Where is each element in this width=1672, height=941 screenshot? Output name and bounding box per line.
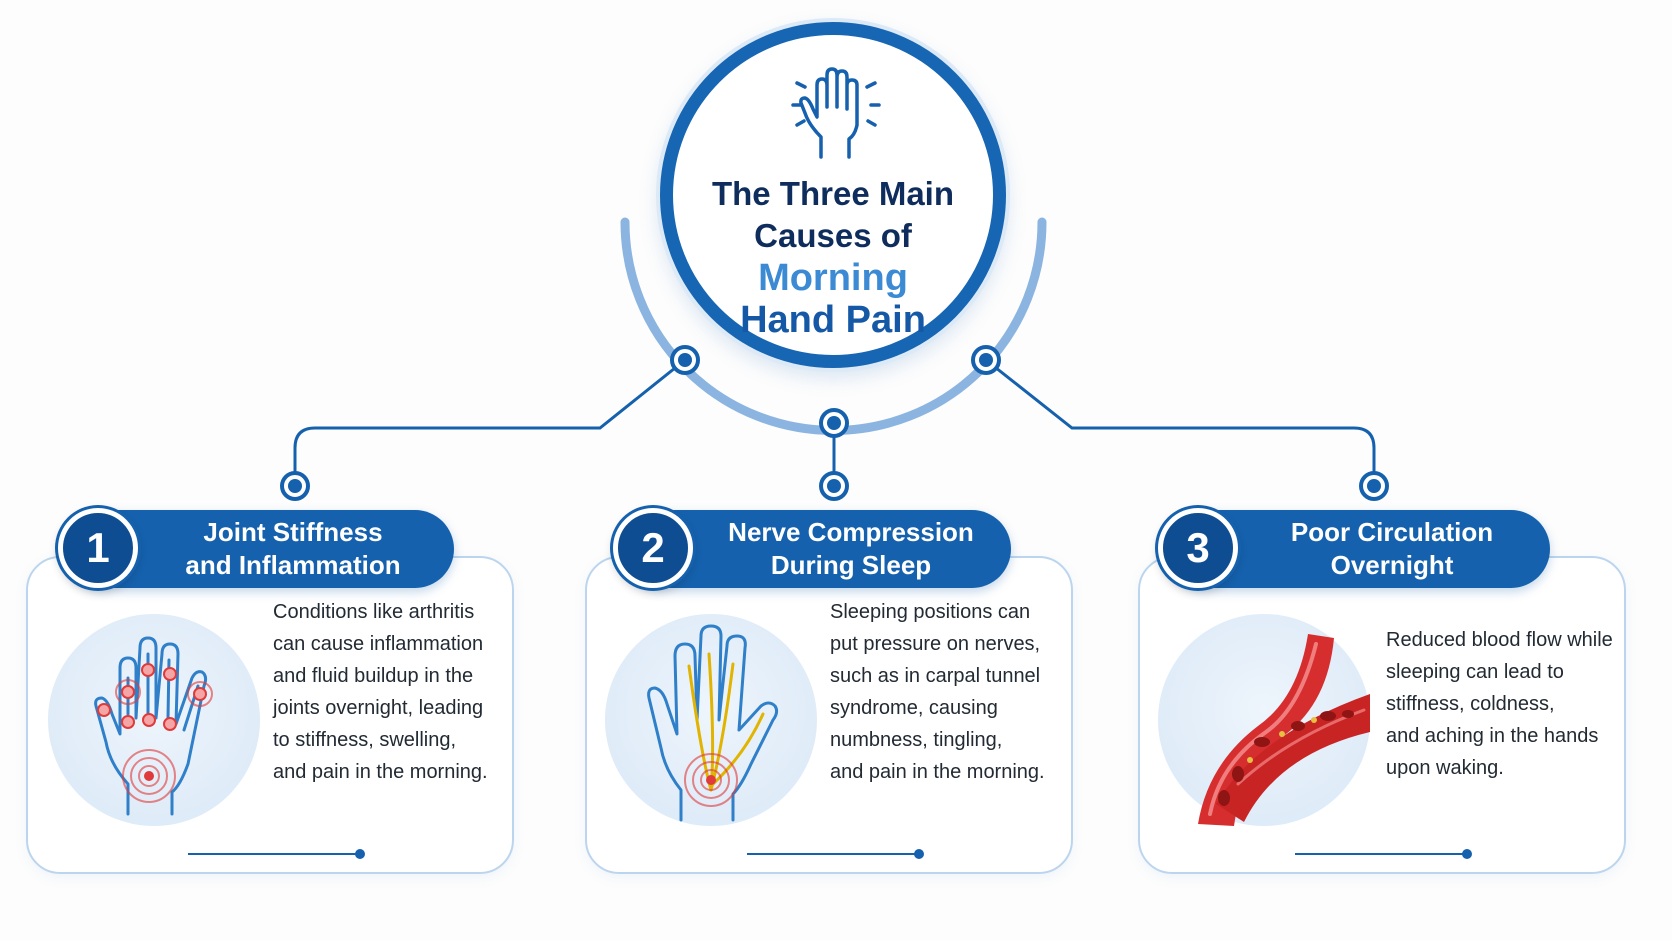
cause-title-line: Nerve Compression	[728, 517, 974, 547]
description-line: Reduced blood flow while	[1386, 629, 1613, 651]
cause-number-badge: 1	[58, 508, 138, 588]
description-line: and aching in the hands	[1386, 725, 1599, 747]
cause-card-1: Conditions like arthritis can cause infl…	[26, 556, 514, 874]
description-line: sleeping can lead to	[1386, 661, 1564, 683]
connector-node	[819, 471, 849, 501]
description-line: to stiffness, swelling,	[273, 729, 457, 751]
cause-title-line: Overnight	[1330, 550, 1454, 580]
cause-description: Conditions like arthritis can cause infl…	[273, 596, 488, 788]
connector-node	[670, 345, 700, 375]
description-line: such as in carpal tunnel	[830, 665, 1041, 687]
cause-number-badge: 2	[613, 508, 693, 588]
description-line: stiffness, coldness,	[1386, 693, 1555, 715]
cause-description: Reduced blood flow while sleeping can le…	[1386, 624, 1613, 784]
card-divider	[747, 849, 924, 859]
cause-title: Joint Stiffness and Inflammation	[146, 510, 440, 588]
description-line: joints overnight, leading	[273, 697, 484, 719]
connector-node	[1359, 471, 1389, 501]
description-line: upon waking.	[1386, 757, 1504, 779]
cause-description: Sleeping positions can put pressure on n…	[830, 596, 1045, 788]
cause-title-line: Poor Circulation	[1290, 517, 1494, 547]
description-line: Sleeping positions can	[830, 601, 1031, 623]
description-line: and pain in the morning.	[830, 761, 1045, 783]
description-line: numbness, tingling,	[830, 729, 1003, 751]
cause-title-line: During Sleep	[770, 550, 932, 580]
cause-title-line: Joint Stiffness	[203, 517, 383, 547]
hand-nerve-icon	[605, 614, 817, 826]
cause-card-2: Sleeping positions can put pressure on n…	[585, 556, 1073, 874]
description-line: and pain in the morning.	[273, 761, 488, 783]
card-divider	[1295, 849, 1472, 859]
description-line: and fluid buildup in the	[273, 665, 474, 687]
title-highlight: Morning	[758, 257, 908, 299]
cause-card-3: Reduced blood flow while sleeping can le…	[1138, 556, 1626, 874]
connector-node	[280, 471, 310, 501]
title-line: The Three Main	[711, 175, 955, 212]
hand-joints-icon	[48, 614, 260, 826]
description-line: syndrome, causing	[830, 697, 998, 719]
card-divider	[188, 849, 365, 859]
description-line: can cause inflammation	[273, 633, 484, 655]
connector-node	[971, 345, 1001, 375]
connector-node	[819, 408, 849, 438]
cause-number-badge: 3	[1158, 508, 1238, 588]
page-title: The Three Main Causes of Morning Hand Pa…	[673, 173, 993, 341]
description-line: put pressure on nerves,	[830, 633, 1041, 655]
cause-title-line: and Inflammation	[185, 550, 401, 580]
cause-title: Poor Circulation Overnight	[1248, 510, 1536, 588]
hand-pain-icon	[791, 67, 881, 159]
title-circle: The Three Main Causes of Morning Hand Pa…	[660, 22, 1006, 368]
title-line: Causes of	[754, 217, 912, 254]
cause-title: Nerve Compression During Sleep	[705, 510, 997, 588]
blood-vessel-icon	[1158, 614, 1370, 826]
description-line: Conditions like arthritis	[273, 601, 475, 623]
title-line: Hand Pain	[740, 299, 926, 341]
